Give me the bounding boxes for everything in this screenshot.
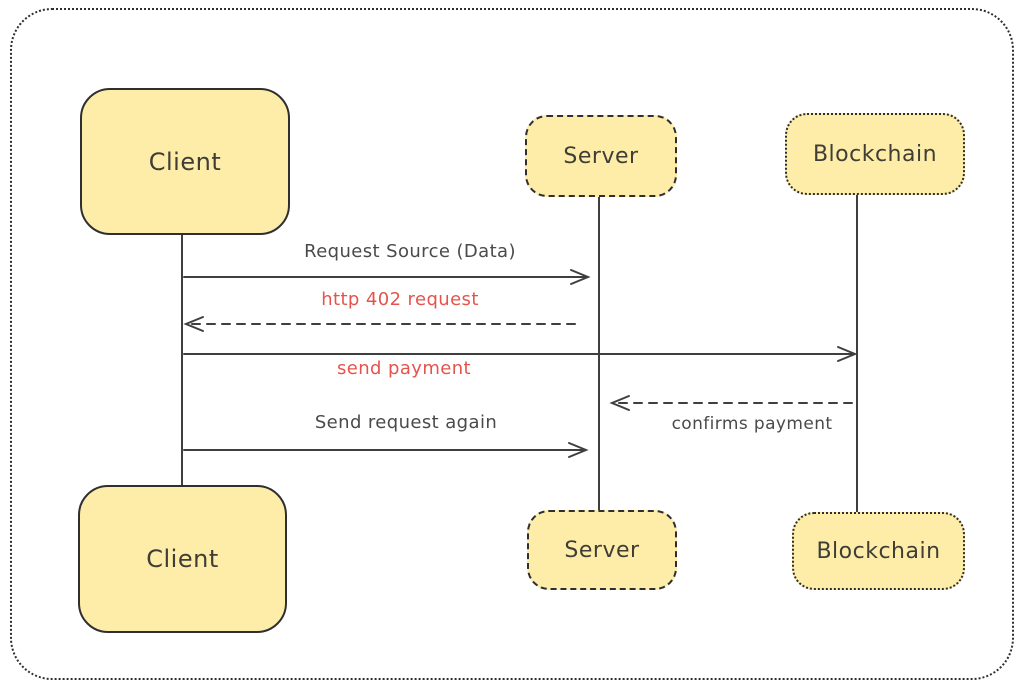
message-label-http-402-request: http 402 request	[321, 289, 479, 310]
outer-dotted-frame	[10, 8, 1014, 680]
message-label-confirms-payment: confirms payment	[671, 414, 833, 434]
actor-box-client-bottom: Client	[78, 485, 287, 633]
actor-box-server-top: Server	[525, 115, 677, 197]
actor-box-client-top: Client	[80, 88, 290, 235]
lifeline-client	[181, 235, 183, 485]
actor-box-blockchain-bottom: Blockchain	[792, 512, 965, 590]
actor-label-client-bottom: Client	[146, 545, 219, 573]
lifeline-server	[598, 197, 600, 510]
actor-label-client-top: Client	[148, 147, 222, 176]
actor-box-server-bottom: Server	[527, 510, 677, 590]
message-label-send-payment: send payment	[337, 358, 471, 379]
message-label-send-request-again: Send request again	[314, 412, 498, 433]
actor-label-server-bottom: Server	[564, 537, 640, 563]
actor-label-blockchain-top: Blockchain	[812, 141, 938, 167]
actor-box-blockchain-top: Blockchain	[785, 113, 965, 195]
actor-label-blockchain-bottom: Blockchain	[816, 538, 941, 564]
lifeline-blockchain	[856, 195, 858, 512]
message-label-request-source: Request Source (Data)	[304, 241, 516, 262]
actor-label-server-top: Server	[563, 143, 639, 169]
